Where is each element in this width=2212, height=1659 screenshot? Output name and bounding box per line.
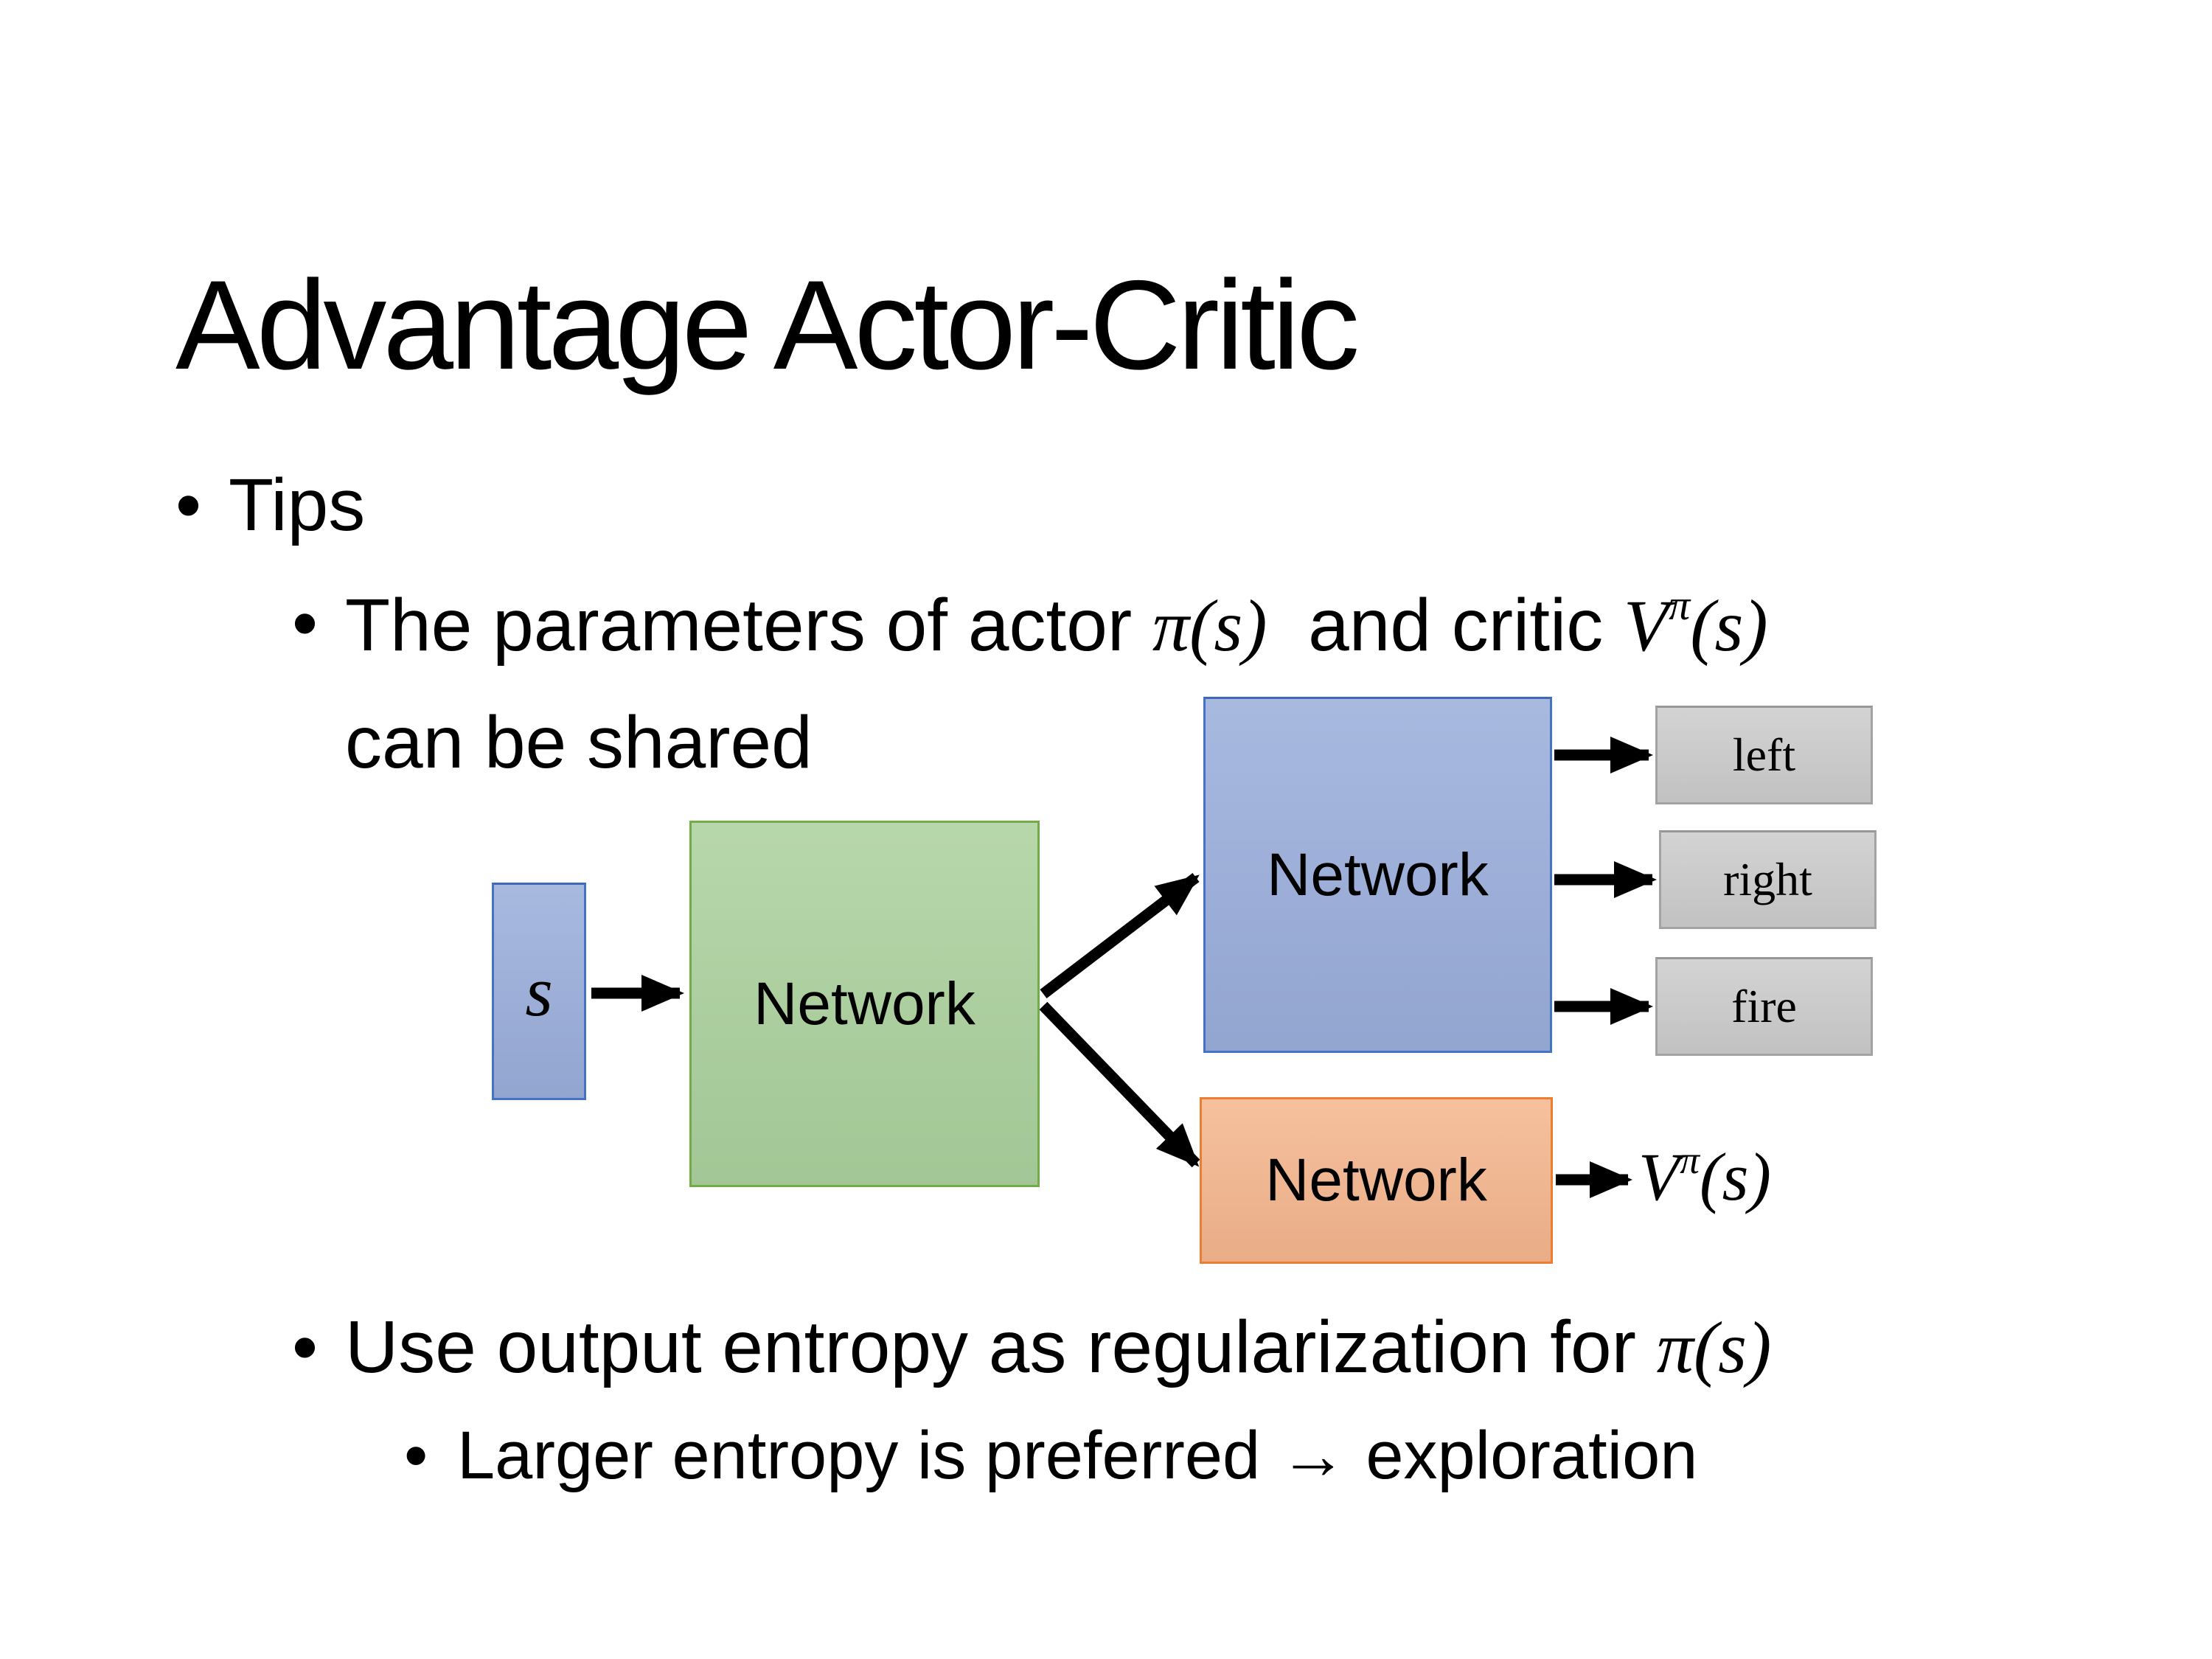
params-mid: and critic (1267, 584, 1624, 667)
bullet-dot: • (404, 1418, 428, 1493)
action-label-left: left (1732, 728, 1796, 781)
bullet-exploration-text: Larger entropy is preferred → exploratio… (457, 1418, 1698, 1493)
params-pre: The parameters of actor (345, 584, 1152, 667)
value-v-math: V (1624, 585, 1669, 667)
action-box-right: right (1659, 830, 1877, 929)
bullet-tips: • Tips (175, 463, 365, 548)
value-pi-sup: π (1669, 581, 1691, 629)
shared-network-box: Network (689, 821, 1040, 1187)
action-label-fire: fire (1731, 980, 1797, 1032)
bullet-exploration: • Larger entropy is preferred → explorat… (404, 1417, 1697, 1495)
slide-title: Advantage Actor-Critic (175, 254, 1360, 397)
action-label-right: right (1723, 853, 1812, 905)
value-v: V (1638, 1139, 1680, 1214)
can-be-shared-text: can be shared (345, 701, 813, 784)
state-label: s (525, 952, 553, 1031)
bullet-entropy-text: Use output entropy as regularization for… (345, 1305, 1771, 1390)
bullet-tips-text: Tips (229, 464, 366, 546)
action-box-fire: fire (1655, 957, 1873, 1056)
state-input-box: s (492, 883, 586, 1100)
arrow-shared-to-critic (1039, 1001, 1200, 1168)
critic-network-box: Network (1200, 1097, 1553, 1264)
value-args: (s) (1699, 1139, 1772, 1214)
shared-network-label: Network (754, 970, 975, 1037)
bullet-parameters-line2: can be shared (345, 700, 813, 785)
actor-network-label: Network (1267, 841, 1489, 908)
pi-s-math: π(s) (1152, 585, 1267, 667)
value-args-math: (s) (1690, 585, 1768, 667)
pi-s-math: π(s) (1656, 1307, 1772, 1388)
actor-network-box: Network (1203, 697, 1552, 1053)
entropy-pre: Use output entropy as regularization for (345, 1306, 1657, 1388)
critic-network-label: Network (1265, 1147, 1487, 1214)
arrow-shared-to-actor (1040, 873, 1200, 998)
bullet-dot: • (175, 464, 202, 546)
bullet-entropy: • Use output entropy as regularization f… (292, 1305, 1771, 1390)
bullet-dot: • (292, 582, 319, 664)
bullet-parameters: • The parameters of actor π(s) and criti… (292, 581, 1768, 668)
action-box-left: left (1655, 706, 1873, 804)
bullet-dot: • (292, 1306, 319, 1388)
bullet-parameters-text: The parameters of actor π(s) and critic … (345, 581, 1768, 668)
value-output-label: Vπ(s) (1638, 1137, 1771, 1216)
value-pi-sup: π (1680, 1138, 1700, 1182)
